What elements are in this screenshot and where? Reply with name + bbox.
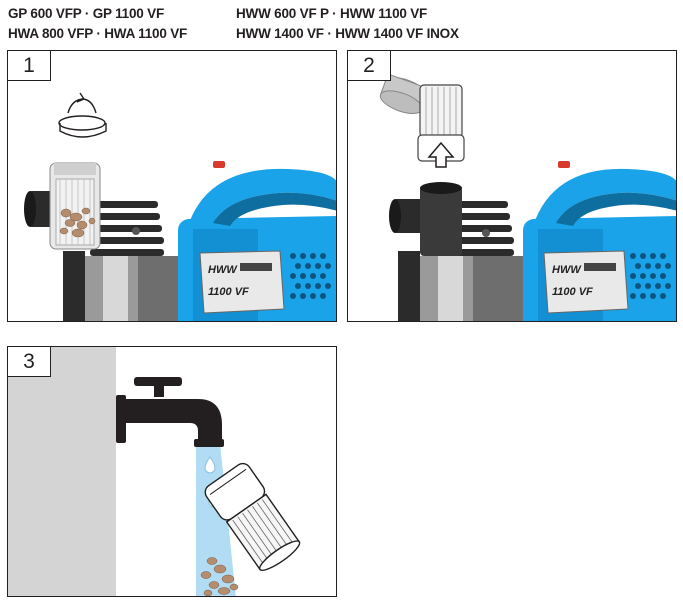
model-list-line-4: HWW 1400 VF · HWW 1400 VF INOX — [236, 26, 459, 41]
model-list-line-2: HWA 800 VFP · HWA 1100 VF — [8, 26, 188, 41]
step-2-illustration: HWW 1100 VF — [379, 73, 676, 321]
step-2-panel: 2 — [347, 50, 677, 322]
pump-brand-label: HWW — [208, 264, 238, 276]
step-3-panel: 3 — [7, 346, 337, 597]
model-list-line-1: GP 600 VFP · GP 1100 VF — [8, 6, 164, 21]
filter-lid — [379, 73, 431, 114]
step-1-panel: 1 — [7, 50, 337, 322]
filter-cartridge — [204, 462, 301, 571]
step-1-number: 1 — [8, 51, 51, 81]
step-2-number: 2 — [348, 51, 391, 81]
model-list-line-3: HWW 600 VF P · HWW 1100 VF — [236, 6, 428, 21]
water-stream — [196, 443, 236, 596]
pump-model-label: 1100 VF — [208, 286, 249, 298]
rotate-counterclockwise-icon — [58, 92, 107, 138]
pump-brand-label: HWW — [552, 264, 582, 276]
pump-model-label: 1100 VF — [552, 286, 593, 298]
wall — [8, 347, 116, 596]
step-3-illustration — [8, 347, 301, 596]
up-arrow-icon — [427, 141, 455, 168]
step-1-illustration: HWW 1100 VF — [24, 92, 336, 321]
debris — [200, 557, 239, 596]
water-faucet-icon — [116, 377, 224, 447]
step-3-number: 3 — [8, 347, 51, 377]
